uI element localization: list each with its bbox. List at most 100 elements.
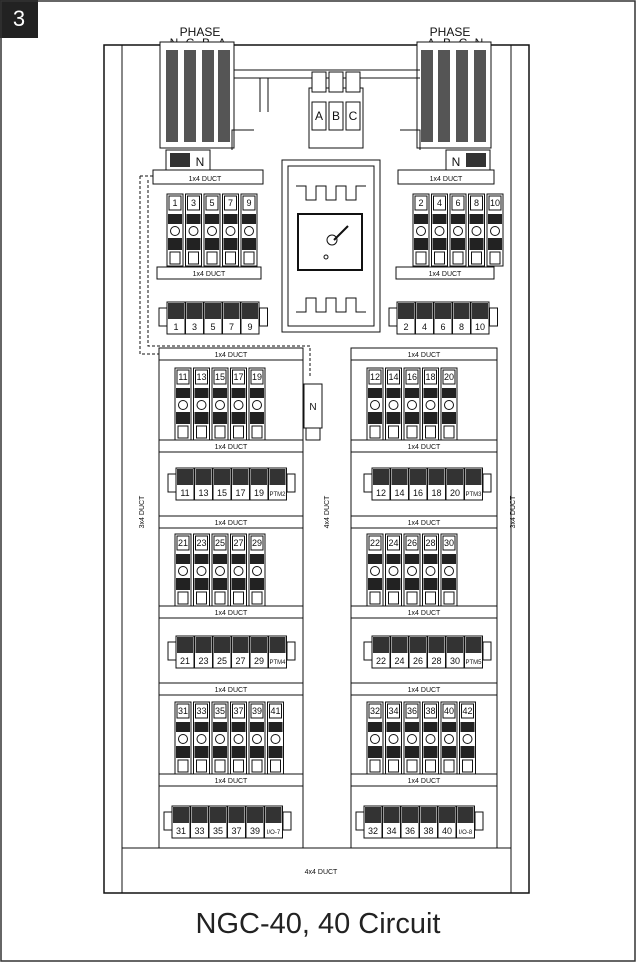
terminal: 19 [249, 467, 269, 501]
terminal: 17 [231, 467, 250, 501]
terminal: 11 [175, 467, 195, 501]
duct-row4-right-label: 1x4 DUCT [408, 778, 441, 785]
duct-row2b-left-label: 1x4 DUCT [215, 520, 248, 527]
breaker-number: 7 [228, 198, 233, 208]
terminal: 38 [419, 805, 438, 839]
terminal-number: 39 [250, 826, 260, 836]
duct-row2-left-label: 1x4 DUCT [215, 444, 248, 451]
terminal: 22 [371, 635, 391, 669]
duct-row4-left-label: 1x4 DUCT [215, 778, 248, 785]
breaker-number: 29 [252, 538, 262, 548]
terminal: 36 [400, 805, 420, 839]
breaker: 31 [174, 701, 192, 775]
terminal-number: 4 [422, 322, 427, 332]
breaker-number: 19 [252, 372, 262, 382]
terminal: 29 [249, 635, 269, 669]
terminal: 35 [208, 805, 228, 839]
duct-row2b-right-label: 1x4 DUCT [408, 520, 441, 527]
terminal: 31 [171, 805, 191, 839]
breaker-number: 39 [252, 706, 262, 716]
breaker: 16 [403, 367, 421, 441]
terminal-number: PTM3 [465, 492, 482, 498]
terminal-number: 18 [431, 488, 441, 498]
terminal-number: 2 [403, 322, 408, 332]
terminal: 28 [427, 635, 446, 669]
figure-caption: NGC-40, 40 Circuit [195, 908, 441, 940]
duct-top-right [397, 169, 495, 185]
terminal-number: 1 [173, 322, 178, 332]
breaker-number: 20 [444, 372, 454, 382]
duct-top-right-label: 1x4 DUCT [430, 176, 463, 183]
terminal: 1 [166, 301, 186, 335]
breaker: 36 [403, 701, 421, 775]
duct-row3b-left-label: 1x4 DUCT [215, 687, 248, 694]
neutral-label-center: N [309, 402, 316, 413]
breaker-number: 41 [270, 706, 280, 716]
bus-bar-left [159, 41, 235, 149]
terminal: 24 [390, 635, 409, 669]
terminal-number: 6 [440, 322, 445, 332]
terminal-number: 38 [423, 826, 433, 836]
terminal: 39 [245, 805, 265, 839]
breaker: 24 [385, 533, 402, 607]
duct-row1-left [156, 266, 262, 280]
terminal-number: 28 [431, 656, 441, 666]
breaker-number: 10 [490, 198, 500, 208]
terminal: 25 [212, 635, 232, 669]
breaker-number: 33 [196, 706, 206, 716]
breaker: 41 [267, 701, 284, 775]
terminal-number: 26 [413, 656, 423, 666]
terminal-number: 19 [254, 488, 264, 498]
breaker-number: 21 [178, 538, 188, 548]
breaker-number: 35 [215, 706, 225, 716]
terminal-number: 24 [394, 656, 404, 666]
breaker: 35 [211, 701, 229, 775]
breaker: 1 [166, 193, 184, 267]
breaker-number: 38 [425, 706, 435, 716]
terminal: 32 [363, 805, 383, 839]
duct-row2-right-label: 1x4 DUCT [408, 444, 441, 451]
breaker-number: 34 [388, 706, 398, 716]
terminal: 12 [371, 467, 391, 501]
terminal-number: 3 [192, 322, 197, 332]
terminal-number: 29 [254, 656, 264, 666]
terminal-number: PTM4 [269, 660, 286, 666]
neutral-block-center [303, 383, 323, 441]
terminal: 3 [185, 301, 204, 335]
breaker-number: 9 [246, 198, 251, 208]
breaker-number: 5 [209, 198, 214, 208]
breaker: 32 [366, 701, 384, 775]
breaker-row-4-left: 31 33 35 37 39 41 [174, 701, 284, 775]
terminal-number: 14 [394, 488, 404, 498]
terminal-number: 17 [235, 488, 245, 498]
breaker-number: 16 [407, 372, 417, 382]
breaker: 4 [431, 193, 448, 267]
breaker: 15 [211, 367, 229, 441]
breaker-number: 12 [370, 372, 380, 382]
terminal: 7 [222, 301, 241, 335]
breaker-number: 25 [215, 538, 225, 548]
terminal-number: 34 [386, 826, 396, 836]
terminal-number: 21 [180, 656, 190, 666]
side-duct-left-label: 3x4 DUCT [139, 495, 146, 528]
terminal: 9 [240, 301, 260, 335]
terminal: I/O-7 [264, 805, 283, 839]
step-number: 3 [12, 6, 26, 31]
terminal-number: 40 [442, 826, 452, 836]
terminal: PTM3 [464, 467, 483, 501]
breaker: 27 [230, 533, 247, 607]
breaker-number: 37 [233, 706, 243, 716]
breaker-number: 24 [388, 538, 398, 548]
breaker: 10 [486, 193, 504, 267]
terminal: 20 [445, 467, 465, 501]
terminal-number: 10 [475, 322, 485, 332]
